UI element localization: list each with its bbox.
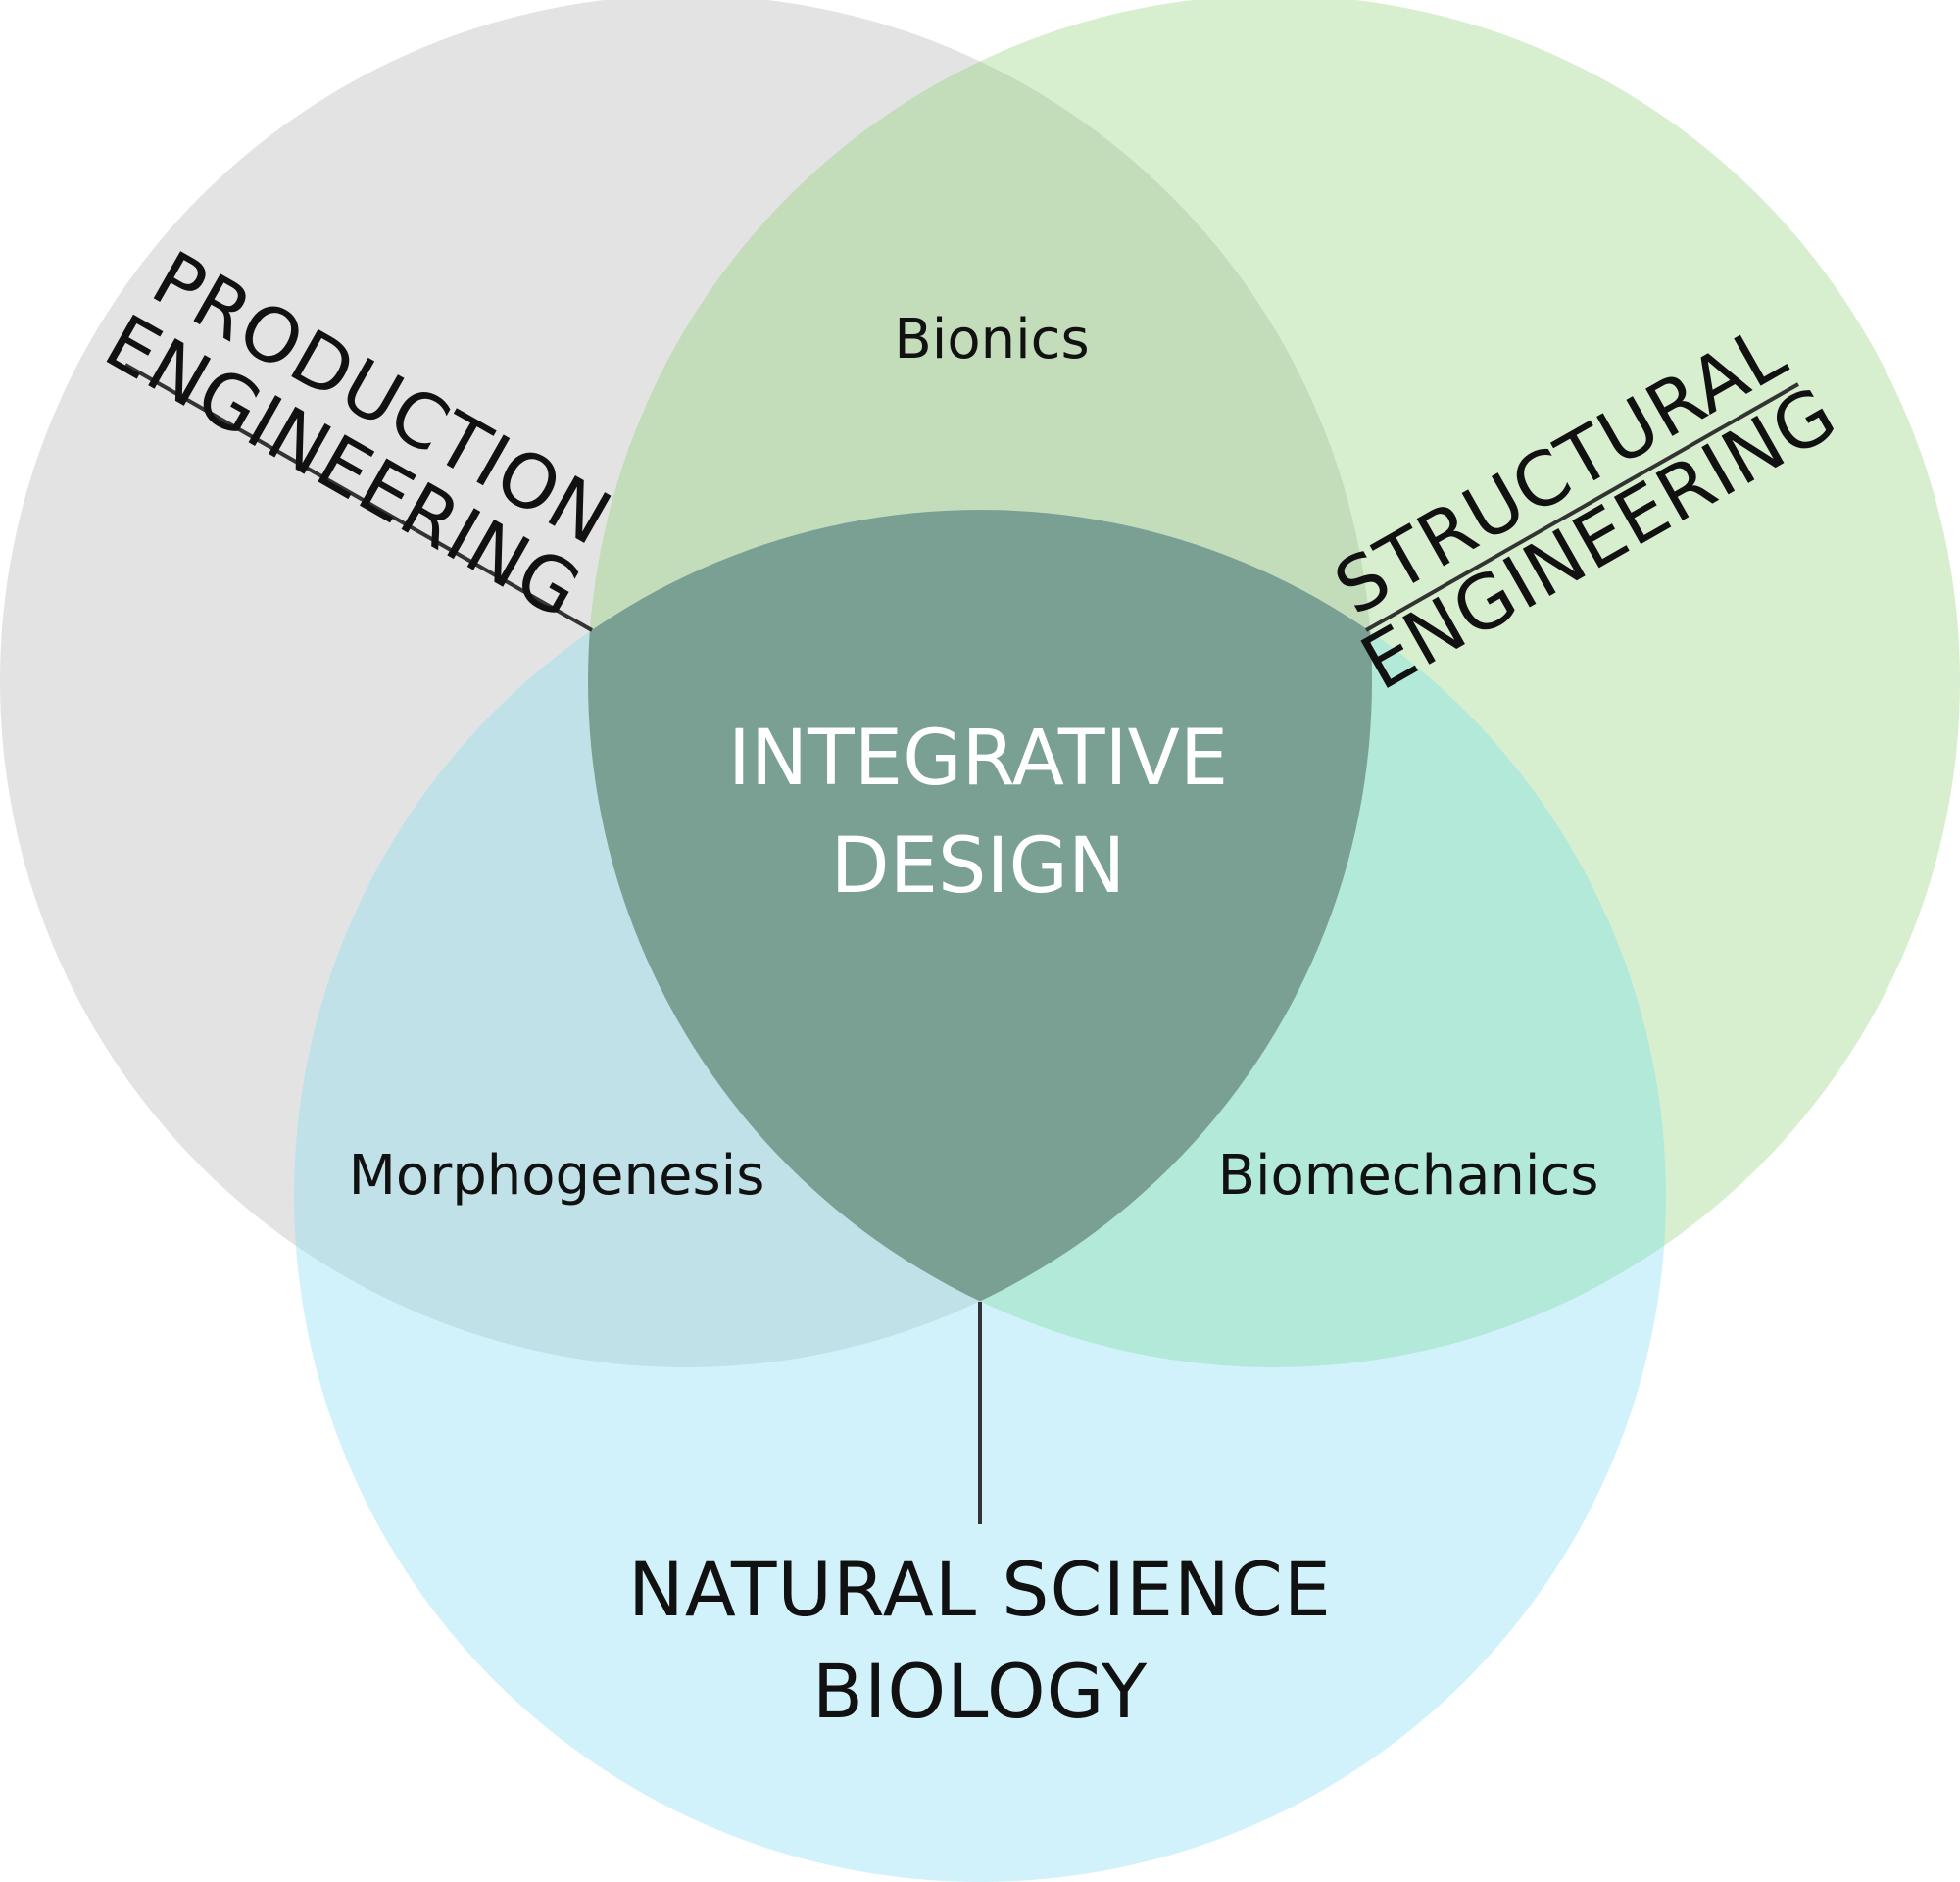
- integrative-design-label-line1: INTEGRATIVE: [728, 715, 1228, 803]
- morphogenesis-label: Morphogenesis: [349, 1144, 765, 1208]
- bionics-label: Bionics: [894, 308, 1089, 371]
- biomechanics-label: Biomechanics: [1218, 1144, 1599, 1208]
- biology-label-line2: BIOLOGY: [812, 1648, 1148, 1735]
- integrative-design-center-region: [588, 510, 1372, 1367]
- integrative-design-label-line2: DESIGN: [831, 822, 1126, 911]
- production-divider-line: [124, 363, 593, 632]
- natural-science-label-line1: NATURAL SCIENCE: [628, 1546, 1332, 1633]
- structural-divider-line: [1365, 382, 1799, 632]
